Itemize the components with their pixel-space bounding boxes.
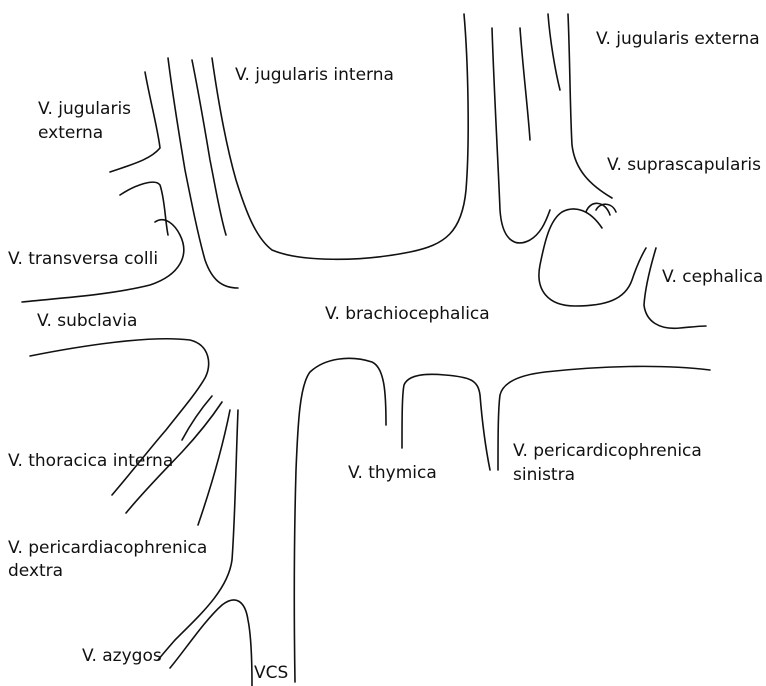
- label-azygos: V. azygos: [82, 646, 162, 666]
- azygos-vessel: [170, 600, 252, 686]
- label-pericardiacophrenica-dextra-line2: dextra: [8, 561, 63, 581]
- pericardiacophrenica-dextra-2: [158, 410, 238, 660]
- label-jugularis-externa-right: V. jugularis externa: [596, 29, 760, 49]
- right-subclavia-curve: [539, 209, 646, 306]
- label-vcs: VCS: [254, 663, 288, 683]
- label-thoracica-interna: V. thoracica interna: [8, 451, 173, 471]
- label-subclavia: V. subclavia: [37, 311, 137, 331]
- left-jugularis-interna-outer: [168, 58, 238, 288]
- label-jugularis-interna: V. jugularis interna: [235, 65, 394, 85]
- thoracica-interna-1: [182, 396, 212, 440]
- left-subclavia: [30, 339, 209, 495]
- label-jugularis-externa-left-line2: externa: [38, 123, 103, 143]
- suprascapularis-loop-1: [586, 203, 610, 215]
- cephalica-vessel: [644, 248, 706, 328]
- right-jugularis-interna-outer: [520, 28, 530, 140]
- vcs-vessel: [294, 358, 386, 682]
- label-brachiocephalica: V. brachiocephalica: [325, 304, 490, 324]
- label-thymica: V. thymica: [348, 463, 437, 483]
- label-pericardicophrenica-sinistra-line2: sinistra: [513, 465, 575, 485]
- right-jugularis-externa-outer: [548, 14, 560, 90]
- label-pericardicophrenica-sinistra-line1: V. pericardicophrenica: [513, 441, 702, 461]
- right-jugularis-interna-inner: [492, 28, 550, 243]
- label-suprascapularis: V. suprascapularis: [607, 155, 761, 175]
- thymica-vessel: [402, 374, 490, 470]
- left-jugularis-interna-inner: [212, 14, 468, 259]
- label-pericardiacophrenica-dextra-line1: V. pericardiacophrenica: [8, 538, 207, 558]
- left-jugularis-externa-inner: [120, 182, 168, 235]
- left-jugularis-externa-outer: [110, 72, 160, 172]
- left-jugularis-interna-mid: [192, 60, 226, 235]
- label-transversa-colli: V. transversa colli: [8, 249, 158, 269]
- label-cephalica: V. cephalica: [662, 267, 763, 287]
- label-jugularis-externa-left-line1: V. jugularis: [38, 99, 131, 119]
